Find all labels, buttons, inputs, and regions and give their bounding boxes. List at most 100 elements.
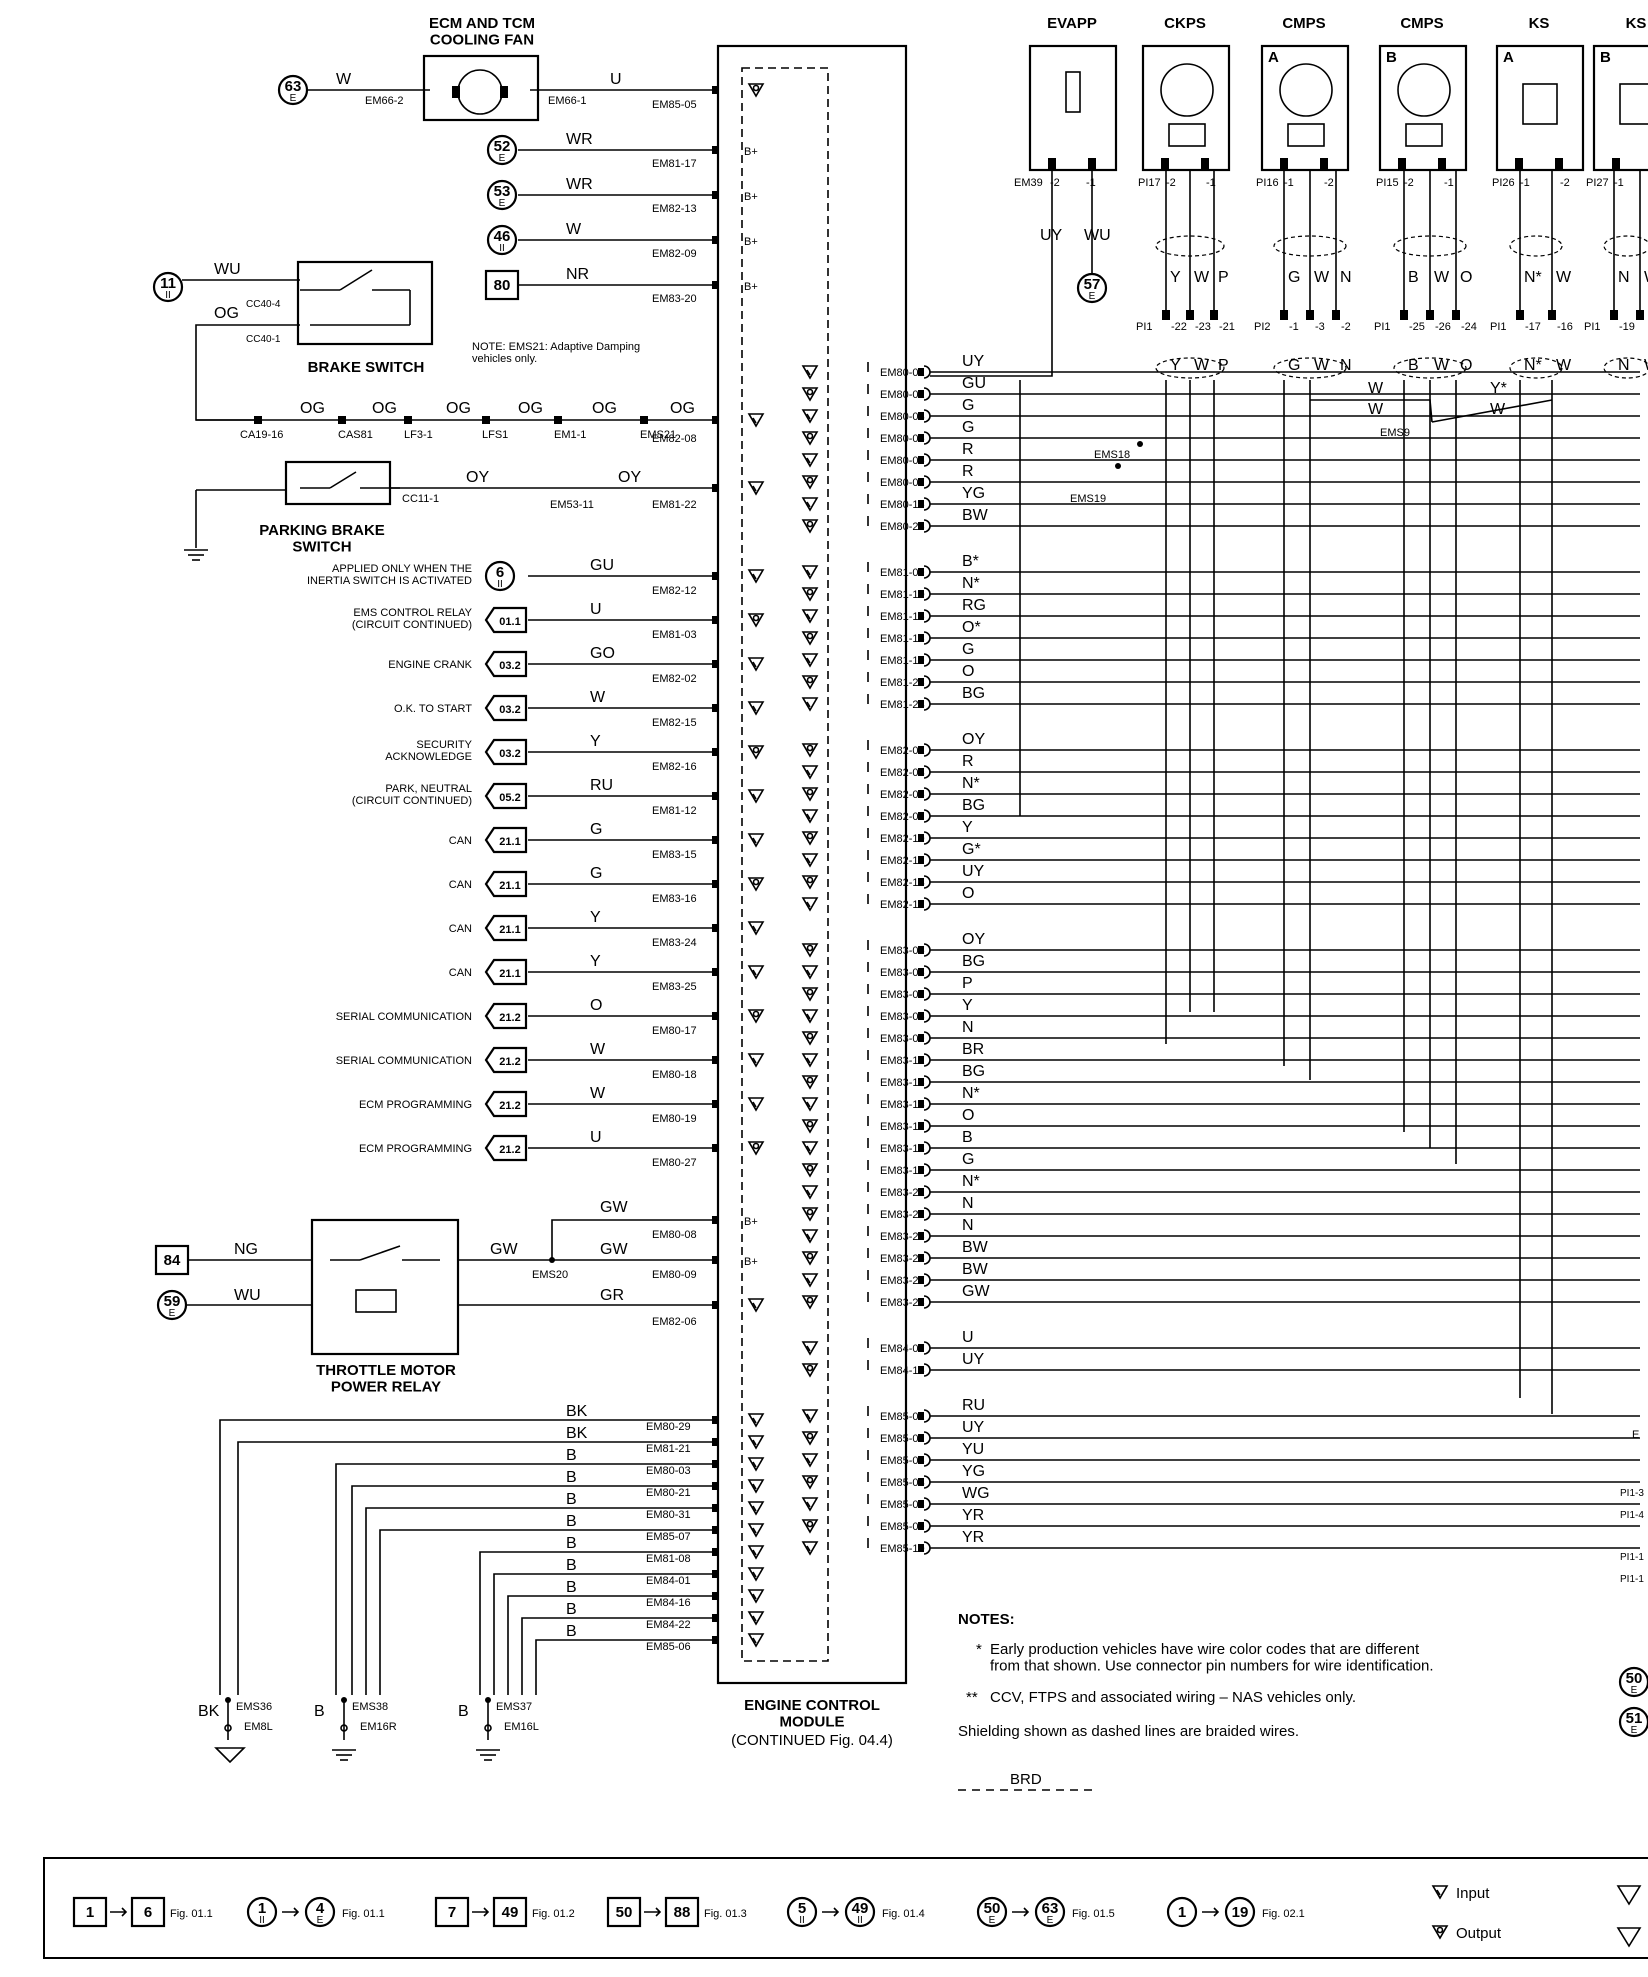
ecm-pin-id: EM82-14	[880, 877, 925, 889]
wire-color: N	[962, 1217, 974, 1234]
ref-number: 80	[494, 277, 511, 294]
wire	[359, 1245, 401, 1261]
conn-label: EM82-16	[652, 761, 697, 773]
b-plus-label: B+	[744, 1256, 758, 1268]
signal-label: CAN	[449, 835, 472, 847]
wire-color: B	[1408, 357, 1419, 374]
ecm-pin-id: EM85-08	[880, 1499, 925, 1511]
input-symbol	[801, 365, 819, 380]
shield-ring	[1273, 235, 1347, 257]
wire-color: W	[1644, 357, 1648, 374]
pin-connector	[918, 1122, 924, 1130]
ecm-pin-id: EM83-27	[880, 1275, 925, 1287]
output-symbol	[806, 1076, 814, 1084]
pin-connector	[923, 1453, 931, 1467]
ref-sub: E	[169, 1308, 176, 1319]
ref-number: 03.2	[499, 660, 520, 672]
output-symbol	[801, 1475, 819, 1490]
ref-sub: E	[1047, 1915, 1054, 1926]
notes-title: NOTES:	[958, 1611, 1015, 1628]
input-symbol	[806, 769, 811, 776]
shield-ring	[1273, 357, 1347, 379]
ref-03.2	[484, 738, 528, 766]
conn-label: EM80-21	[646, 1487, 691, 1499]
pin-connector	[712, 1416, 719, 1424]
label-line: EMS CONTROL RELAY	[353, 607, 472, 619]
pin-label: -1	[1444, 177, 1454, 189]
input-symbol	[752, 1101, 757, 1108]
pin-connector	[918, 834, 924, 842]
conn-label: EM82-02	[652, 673, 697, 685]
pin-label: -25	[1409, 321, 1425, 333]
ref-sub: E	[499, 153, 506, 164]
wire-color: W	[336, 71, 352, 88]
wire-color: UY	[962, 353, 985, 370]
pin-connector	[712, 1636, 719, 1644]
conn-label: EM82-12	[652, 585, 697, 597]
pin-connector	[712, 416, 719, 424]
sensor-pin	[1048, 158, 1056, 170]
conn-label: CC40-4	[246, 299, 281, 310]
conn-label: EM81-12	[652, 805, 697, 817]
pin-connector	[923, 1475, 931, 1489]
conn-label: EM82-08	[652, 433, 697, 445]
conn-label: -1	[1086, 177, 1096, 189]
output-symbol	[801, 743, 819, 758]
wire-color: UY	[962, 1351, 985, 1368]
wire-color: BG	[962, 953, 985, 970]
input-symbol	[806, 701, 811, 708]
ref-05.2	[484, 782, 528, 810]
conn-label: EM80-27	[652, 1157, 697, 1169]
conn-label: EM80-29	[646, 1421, 691, 1433]
pin-connector	[918, 1166, 924, 1174]
pin-connector	[918, 1456, 924, 1464]
sensor-box	[1260, 44, 1350, 172]
splice-label: EMS9	[1380, 427, 1410, 439]
ground-eyelet	[340, 1724, 348, 1732]
label-line: Early production vehicles have wire colo…	[990, 1641, 1420, 1658]
sensor-pin	[1088, 158, 1096, 170]
pin-connector	[923, 875, 931, 889]
output-symbol	[752, 1142, 760, 1150]
sensor-title: CMPS	[1400, 15, 1443, 32]
pin-connector	[923, 1295, 931, 1309]
output-symbol	[806, 744, 814, 752]
chassis-ground-symbol	[214, 1747, 246, 1764]
pin-connector	[712, 1012, 719, 1020]
sensor-coil	[1405, 123, 1443, 147]
wire-color: B	[566, 1469, 577, 1486]
wire-color: G	[962, 397, 974, 414]
pin-label: -17	[1525, 321, 1541, 333]
pin-connector	[923, 1341, 931, 1355]
ref-03.2	[484, 650, 528, 678]
ref-number: 50	[984, 1900, 1001, 1917]
ground-eyelet	[224, 1724, 232, 1732]
sensor-title: EVAPP	[1047, 15, 1097, 32]
wire	[493, 1573, 712, 1695]
conn-label: EM84-22	[646, 1619, 691, 1631]
legend-ref	[664, 1896, 700, 1928]
legend-arrow	[822, 1907, 840, 1917]
pin-connector	[923, 943, 931, 957]
input-symbol	[752, 1549, 757, 1556]
wire-color: G	[962, 641, 974, 658]
fan-brush	[500, 86, 508, 98]
ref-number: 5	[798, 1900, 806, 1917]
ref-number: 21.1	[499, 968, 520, 980]
pin-label: -1	[1289, 321, 1299, 333]
wire-color: G	[590, 821, 602, 838]
input-symbol	[747, 1298, 765, 1313]
shield-ring	[1155, 357, 1225, 379]
pin-connector	[918, 1012, 924, 1020]
label-line: ECM AND TCM	[429, 15, 535, 32]
pin-connector	[918, 568, 924, 576]
wire	[351, 1485, 712, 1695]
wire-color: O	[962, 885, 974, 902]
ecm-shield-dashed	[741, 67, 829, 1662]
ecm-pin-id: EM80-01	[880, 367, 925, 379]
output-symbol	[806, 788, 814, 796]
input-symbol	[806, 569, 811, 576]
output-symbol	[747, 877, 765, 892]
pin-connector	[923, 565, 931, 579]
output-symbol	[806, 588, 814, 596]
